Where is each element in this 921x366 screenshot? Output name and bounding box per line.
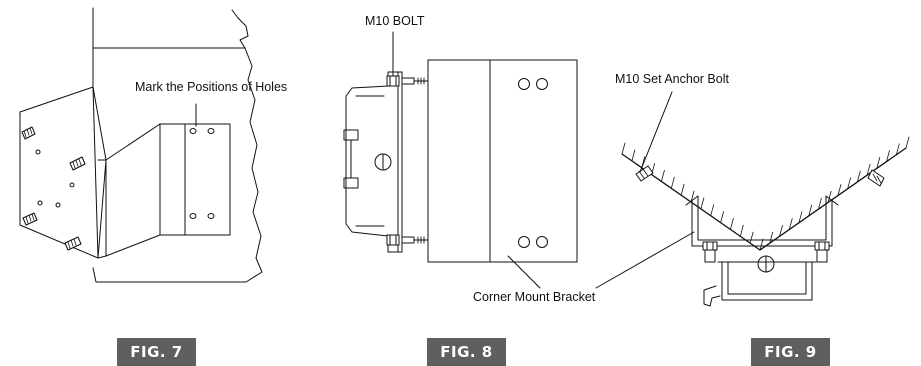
fig8-bracket-leader — [507, 255, 541, 289]
fig7-wall-outline — [92, 7, 263, 283]
fig9-housing — [721, 261, 813, 301]
fig7-hole — [189, 128, 197, 134]
fig7-hole — [189, 213, 197, 219]
fig7-hole — [207, 128, 215, 134]
fig9-anchor-bolt-right — [867, 169, 885, 187]
fig8-callout-bolt: M10 BOLT — [365, 14, 425, 28]
fig8-hole — [536, 78, 548, 90]
fig9-wall-corner — [621, 147, 907, 251]
fig7-bolt — [21, 126, 36, 140]
fig8-housing-outline — [345, 85, 389, 237]
fig9-nut — [814, 241, 830, 263]
fig9-callout-anchor: M10 Set Anchor Bolt — [615, 72, 729, 86]
fig9-nut — [702, 241, 718, 263]
fig8-corner-bracket — [427, 59, 578, 263]
fig8-hole — [518, 236, 530, 248]
fig7-bolt — [64, 236, 82, 251]
fig7-bracket-right-plate — [159, 123, 231, 236]
fig9-bracket-leader — [595, 231, 695, 289]
fig8-hole — [518, 78, 530, 90]
fig7-label: FIG. 7 — [117, 338, 196, 366]
fig8-callout-bracket: Corner Mount Bracket — [473, 290, 596, 304]
fig9-drawing — [595, 91, 910, 307]
fig7-bolt — [69, 156, 86, 171]
fig7-bracket-left-plate — [19, 86, 107, 259]
fig7-drawing — [19, 7, 263, 283]
fig8-label: FIG. 8 — [427, 338, 506, 366]
fig9-bracket — [685, 195, 839, 241]
fig9-hook — [703, 285, 721, 307]
fig8-hole — [536, 236, 548, 248]
fig8-drawing — [343, 31, 578, 289]
fig9-anchor-leader — [639, 91, 673, 173]
fig8-bolt-bottom — [386, 234, 429, 246]
fig9-label: FIG. 9 — [751, 338, 830, 366]
fig7-bolt — [22, 212, 38, 226]
fig7-callout-holes: Mark the Positions of Holes — [135, 80, 288, 94]
fig8-mount-plate — [397, 71, 403, 253]
fig9-wall-hatching — [621, 136, 910, 251]
fig7-hole — [207, 213, 215, 219]
fig9-anchor-bolt-left — [635, 165, 654, 182]
fig8-bolt-top — [386, 75, 429, 87]
